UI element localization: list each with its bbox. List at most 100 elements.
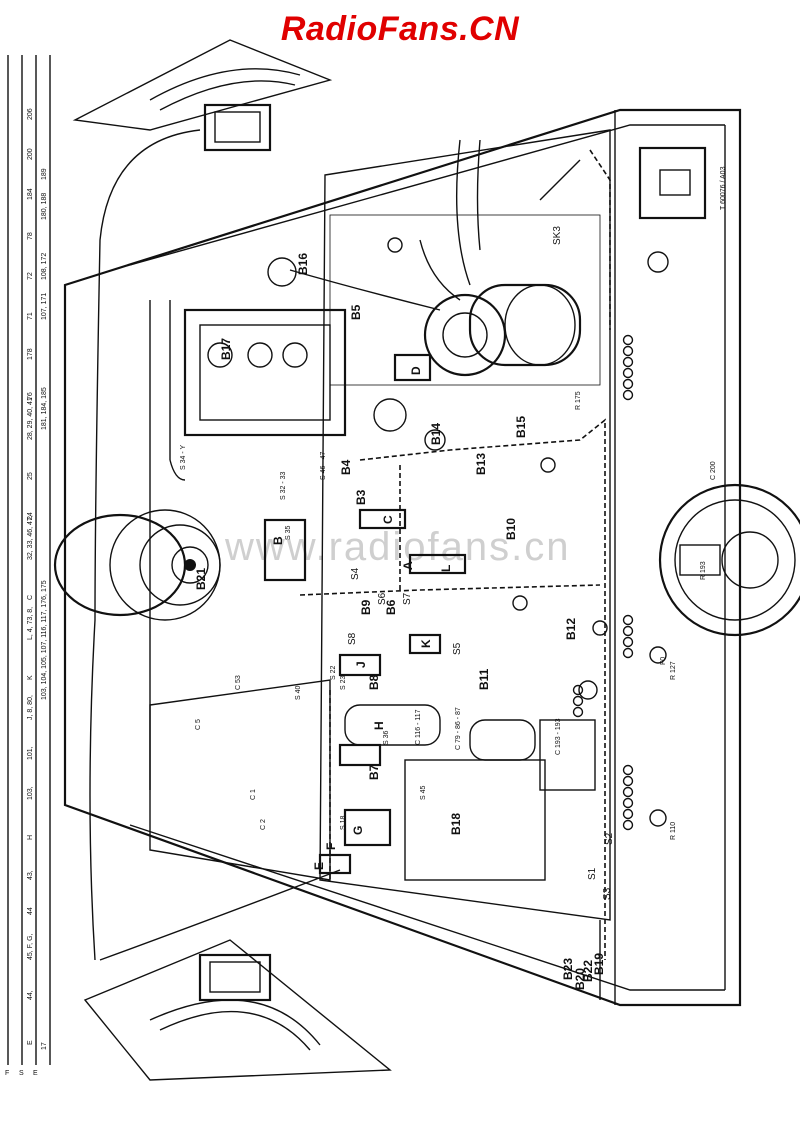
output-transformer <box>423 293 507 377</box>
connector-pin <box>622 389 634 401</box>
valve-label: B10 <box>504 518 518 540</box>
scale-row-letter: E <box>33 1070 38 1077</box>
scale-label: 108, 172 <box>41 253 48 280</box>
valve-label: B13 <box>474 453 488 475</box>
capacitor-label: C 193 - 193 <box>555 718 562 755</box>
misc-label: S 18 <box>340 815 347 830</box>
block-label: A <box>401 561 415 570</box>
reference-code: T 60076 / A03 <box>720 166 727 210</box>
power-chassis <box>149 679 596 881</box>
block-label: L <box>439 565 453 572</box>
scale-label: 25 <box>27 472 34 480</box>
valve-label: B9 <box>359 599 373 615</box>
misc-label: S 46 - 47 <box>320 451 327 480</box>
valve-label: B12 <box>564 618 578 640</box>
scale-label: 17 <box>41 1042 48 1050</box>
scale-label: 189 <box>41 168 48 180</box>
scale-row-letter: F <box>5 1070 9 1077</box>
legend-scale-strip <box>7 55 51 1065</box>
connector-pin <box>622 786 634 798</box>
block-label: H <box>372 721 386 730</box>
capacitor-label: C 2 <box>260 819 267 830</box>
connector-pin <box>622 775 634 787</box>
switch-label: S1 <box>587 867 598 880</box>
scale-label: 206 <box>27 108 34 120</box>
top-right-indicator <box>638 146 707 220</box>
valve-label: B11 <box>477 668 491 690</box>
scale-label: 76 <box>27 392 34 400</box>
scale-label: 103, <box>27 786 34 800</box>
misc-label: S 23 <box>340 675 347 690</box>
connector-pin <box>622 378 634 390</box>
valve-label: B22 <box>581 960 595 982</box>
scale-label: 44, <box>27 990 34 1000</box>
scale-label: 45, F, G, <box>27 933 34 960</box>
if-module-box <box>183 308 347 437</box>
electrolytic-capacitor <box>468 283 582 367</box>
valve-label: B15 <box>514 416 528 438</box>
valve-label: B18 <box>449 813 463 835</box>
switch-label: S3 <box>602 887 613 900</box>
cabinet-outline <box>63 108 742 1007</box>
scale-label: 44 <box>27 907 34 915</box>
valve-label: B17 <box>219 338 233 360</box>
connector-pin <box>572 684 584 696</box>
scale-label: C <box>27 595 34 600</box>
connector-pin <box>622 808 634 820</box>
connector-pin <box>622 647 634 659</box>
valve-label: B3 <box>354 489 368 505</box>
bottom-loudspeaker <box>83 939 392 1081</box>
connector-pin <box>622 625 634 637</box>
scale-label: 180, 188 <box>41 193 48 220</box>
valve-label: B7 <box>367 764 381 780</box>
switch-label: S5 <box>452 642 463 655</box>
scale-label: 103, 104, 105, 107, 116, 117, 176, 175 <box>41 580 48 700</box>
scale-label: 24 <box>27 512 34 520</box>
valve-label: B4 <box>339 459 353 475</box>
valve-label: B20 <box>573 968 587 990</box>
resistor-label: R 193 <box>700 561 707 580</box>
right-tuning-dial <box>658 483 800 637</box>
capacitor-label: C 5 <box>195 719 202 730</box>
scale-label: J, 8, 80, <box>27 695 34 720</box>
misc-label: S 45 <box>420 785 427 800</box>
block-label: K <box>419 639 433 648</box>
scale-label: H <box>27 835 34 840</box>
diagram-labels: T 60076 / A03B3B4B5B6B7B8B9B10B11B12B13B… <box>180 166 727 990</box>
connector-pin <box>622 797 634 809</box>
valve-sockets <box>267 237 669 827</box>
valve-label: B6 <box>384 599 398 615</box>
chassis-plate <box>319 129 611 921</box>
connector-pin <box>622 636 634 648</box>
scale-label: 43, <box>27 870 34 880</box>
watermark: www.radiofans.cn <box>225 525 571 569</box>
misc-label: S 40 <box>295 685 302 700</box>
connector-pin <box>622 614 634 626</box>
scale-row-letter: S <box>19 1070 24 1077</box>
terminal-blocks <box>263 353 467 875</box>
top-loudspeaker <box>72 39 333 152</box>
block-label: F <box>324 843 338 850</box>
cables <box>89 129 601 1000</box>
switch-label: S4 <box>350 567 361 580</box>
scale-label: E <box>27 1040 34 1045</box>
connector-pin <box>572 695 584 707</box>
scale-label: 184 <box>27 188 34 200</box>
misc-label: S 22 <box>330 665 337 680</box>
misc-label: S 32 - 33 <box>280 471 287 500</box>
capacitor-label: C 200 <box>710 461 717 480</box>
scale-label: 178 <box>27 348 34 360</box>
valve-label: B23 <box>561 958 575 980</box>
misc-label: F0 <box>660 657 667 665</box>
scale-label: L, 4, 73, 8, <box>27 607 34 640</box>
connector-pin <box>622 367 634 379</box>
scale-label: K <box>27 675 34 680</box>
resistor-label: R 175 <box>575 391 582 410</box>
connector-pin <box>622 356 634 368</box>
valve-label: B19 <box>592 953 606 975</box>
wiring-harness <box>299 149 611 960</box>
block-label: D <box>409 366 423 375</box>
scale-label: 181, 184, 185 <box>41 387 48 430</box>
block-label: C <box>381 515 395 524</box>
